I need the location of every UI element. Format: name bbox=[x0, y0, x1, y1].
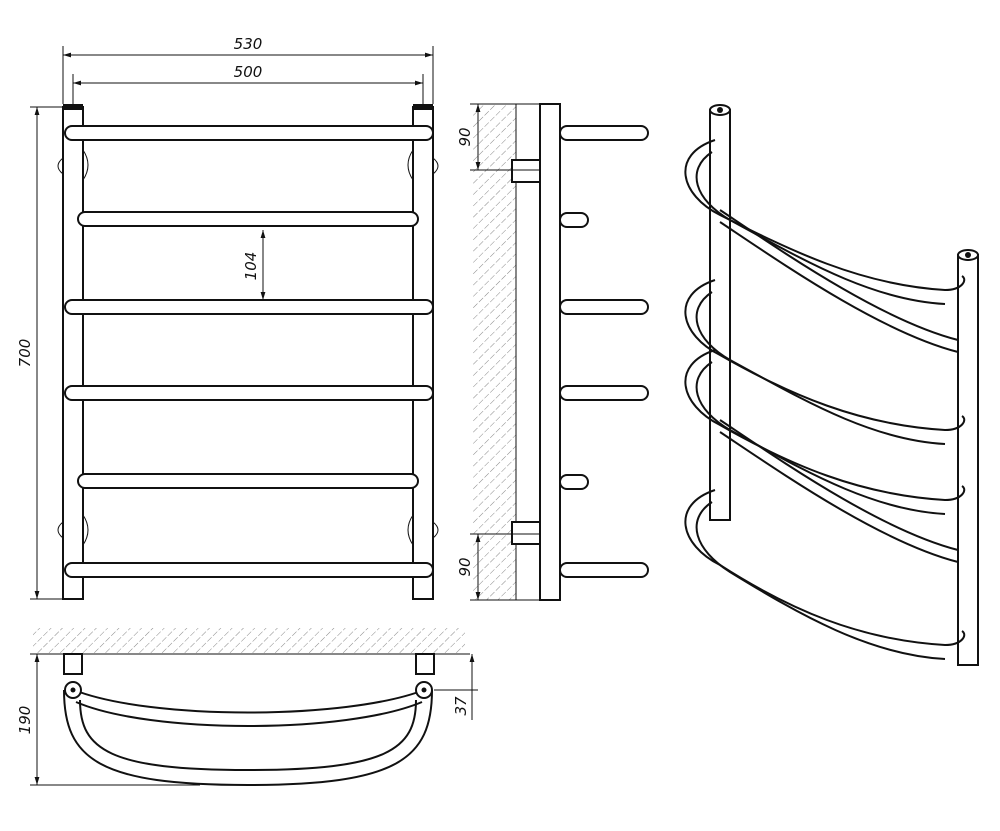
dim-mount-offset: 37 bbox=[452, 696, 470, 716]
dim-overall-width: 530 bbox=[234, 35, 263, 53]
side-rung-5 bbox=[559, 474, 589, 490]
dim-center-width: 500 bbox=[234, 63, 263, 81]
top-crossbar-front bbox=[73, 689, 425, 714]
iso-rung-1 bbox=[684, 139, 966, 292]
side-view: 90 90 bbox=[456, 103, 649, 601]
dim-side-bottom-offset: 90 bbox=[456, 557, 474, 576]
isometric-view bbox=[684, 104, 979, 666]
side-wall-hatch bbox=[472, 104, 516, 600]
side-rung-2 bbox=[559, 212, 589, 228]
top-wall-hatch bbox=[33, 628, 465, 654]
right-post bbox=[412, 106, 434, 600]
mount-top-right bbox=[432, 157, 439, 175]
mount-bottom-right bbox=[432, 521, 439, 539]
mount-top-left bbox=[57, 157, 64, 175]
iso-rungs bbox=[684, 139, 966, 660]
dim-rung-spacing: 104 bbox=[242, 252, 260, 281]
rung-4 bbox=[64, 385, 434, 401]
left-post bbox=[62, 106, 84, 600]
dim-height: 700 bbox=[16, 339, 34, 368]
iso-rung-5 bbox=[719, 419, 959, 564]
iso-post-right bbox=[957, 254, 979, 666]
side-post bbox=[539, 103, 561, 601]
side-rung-6 bbox=[559, 562, 649, 578]
top-rail-outer bbox=[63, 689, 433, 787]
top-view: 190 37 bbox=[16, 628, 478, 787]
side-bracket-top bbox=[511, 159, 541, 183]
side-rung-3 bbox=[559, 299, 649, 315]
iso-rung-6 bbox=[684, 489, 966, 647]
rung-3 bbox=[64, 299, 434, 315]
side-bracket-bottom bbox=[511, 521, 541, 545]
side-rung-1 bbox=[559, 125, 649, 141]
top-bracket-right bbox=[415, 653, 435, 675]
rung-1 bbox=[64, 125, 434, 141]
mount-bottom-left bbox=[57, 521, 64, 539]
top-bracket-left bbox=[63, 653, 83, 675]
iso-post-left bbox=[709, 109, 731, 521]
dim-side-top-offset: 90 bbox=[456, 127, 474, 146]
top-rail-inner bbox=[79, 699, 417, 772]
iso-rung-3 bbox=[684, 279, 966, 432]
rung-5 bbox=[77, 473, 419, 489]
iso-rung-4 bbox=[684, 349, 966, 502]
front-view: 530 500 104 700 bbox=[16, 35, 439, 600]
side-rung-4 bbox=[559, 385, 649, 401]
dim-depth: 190 bbox=[16, 706, 34, 735]
right-post-cap bbox=[413, 104, 433, 110]
rung-6 bbox=[64, 562, 434, 578]
iso-rung-2 bbox=[719, 209, 959, 354]
top-crossbar-back bbox=[75, 701, 423, 727]
left-post-cap bbox=[63, 104, 83, 110]
rung-2 bbox=[77, 211, 419, 227]
